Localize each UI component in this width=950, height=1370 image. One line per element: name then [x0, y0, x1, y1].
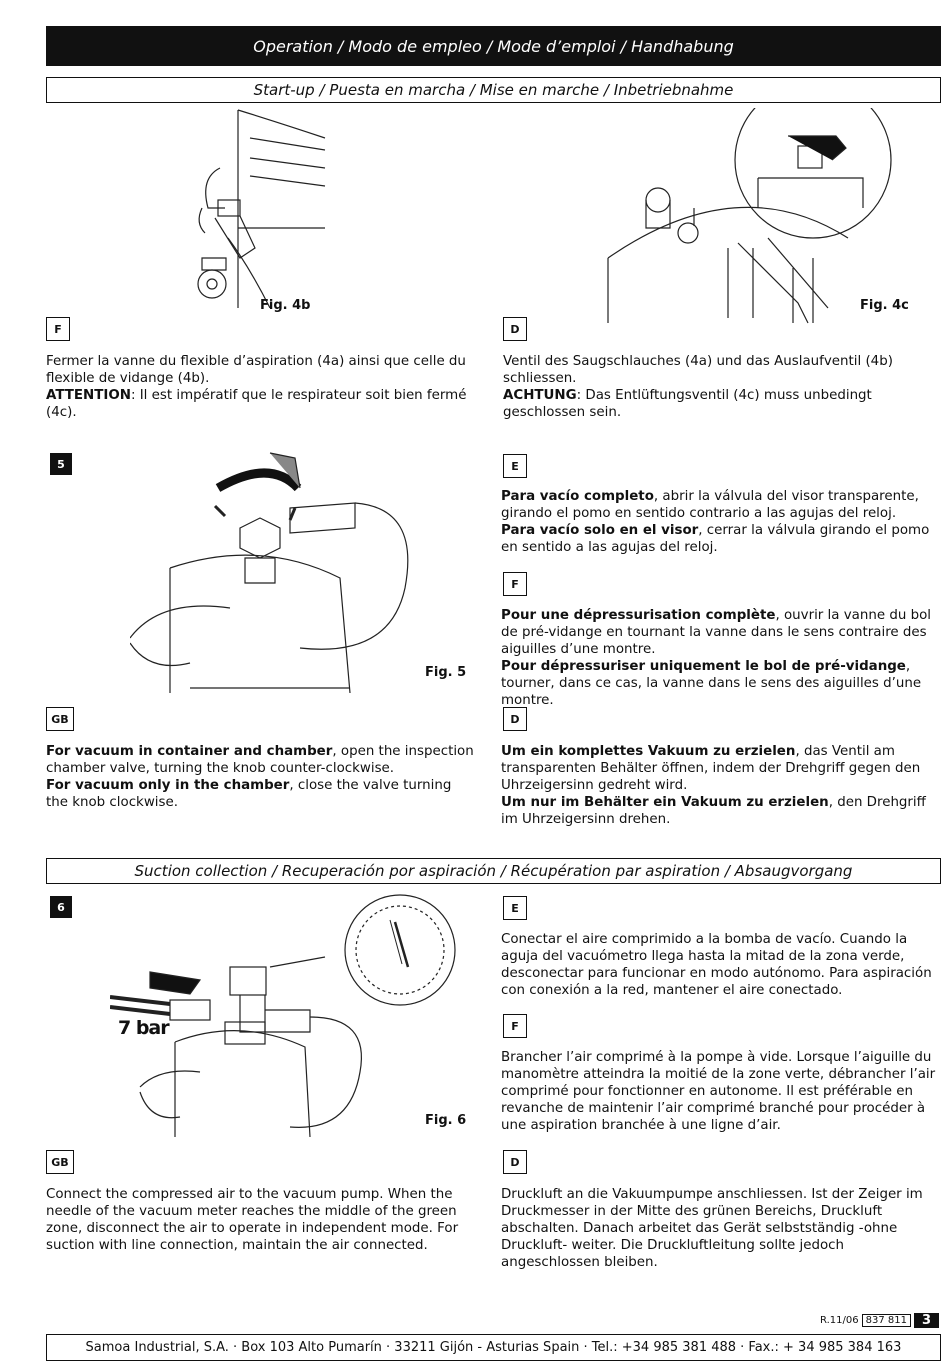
block6-german-text: Druckluft an die Vakuumpumpe anschliesse…	[501, 1187, 923, 1270]
figure-4c-drawing	[607, 108, 892, 324]
block6-french-text: Brancher l’air comprimé à la pompe à vid…	[501, 1050, 936, 1133]
lang-label-gb: GB	[46, 707, 74, 731]
block6-spanish-text: Conectar el aire comprimido a la bomba d…	[501, 932, 932, 998]
page-number: 3	[913, 1313, 939, 1328]
lang-label-e: E	[503, 896, 527, 920]
block6-english-text: Connect the compressed air to the vacuum…	[46, 1187, 459, 1253]
figure-5-drawing	[130, 452, 409, 693]
page-reference: R.11/06 837 811 3	[820, 1313, 939, 1328]
section-startup-title: Start-up / Puesta en marcha / Mise en ma…	[46, 77, 941, 103]
block5-spanish-text: Para vacío completo, abrir la válvula de…	[501, 489, 930, 555]
block5-english-text: For vacuum in container and chamber, ope…	[46, 744, 474, 810]
figure-4c-caption: Fig. 4c	[860, 298, 909, 313]
company-footer: Samoa Industrial, S.A. · Box 103 Alto Pu…	[46, 1334, 941, 1361]
step-5-marker: 5	[50, 453, 72, 475]
figure-6-drawing	[110, 894, 456, 1137]
block5-german-text: Um ein komplettes Vakuum zu erzielen, da…	[501, 744, 926, 827]
lang-label-f: F	[503, 572, 527, 596]
lang-label-d: D	[503, 317, 527, 341]
block4-german-text: Ventil des Saugschlauches (4a) und das A…	[503, 354, 893, 420]
lang-label-d: D	[503, 707, 527, 731]
figure-6-pressure-label: 7 bar	[118, 1017, 170, 1039]
figure-5-caption: Fig. 5	[425, 665, 467, 680]
step-6-marker: 6	[50, 896, 72, 918]
section-suction-title: Suction collection / Recuperación por as…	[46, 858, 941, 884]
block4-french-text: Fermer la vanne du flexible d’aspiration…	[46, 354, 467, 420]
lang-label-gb: GB	[46, 1150, 74, 1174]
page-header: Operation / Modo de empleo / Mode d’empl…	[46, 26, 941, 66]
figure-4b-drawing	[197, 109, 326, 308]
figure-4b-caption: Fig. 4b	[260, 298, 311, 313]
block5-french-text: Pour une dépressurisation complète, ouvr…	[501, 608, 931, 708]
lang-label-e: E	[503, 454, 527, 478]
lang-label-f: F	[503, 1014, 527, 1038]
figure-6-caption: Fig. 6	[425, 1113, 467, 1128]
revision-label: R.11/06	[820, 1315, 859, 1326]
lang-label-f: F	[46, 317, 70, 341]
document-code: 837 811	[861, 1314, 911, 1327]
lang-label-d: D	[503, 1150, 527, 1174]
